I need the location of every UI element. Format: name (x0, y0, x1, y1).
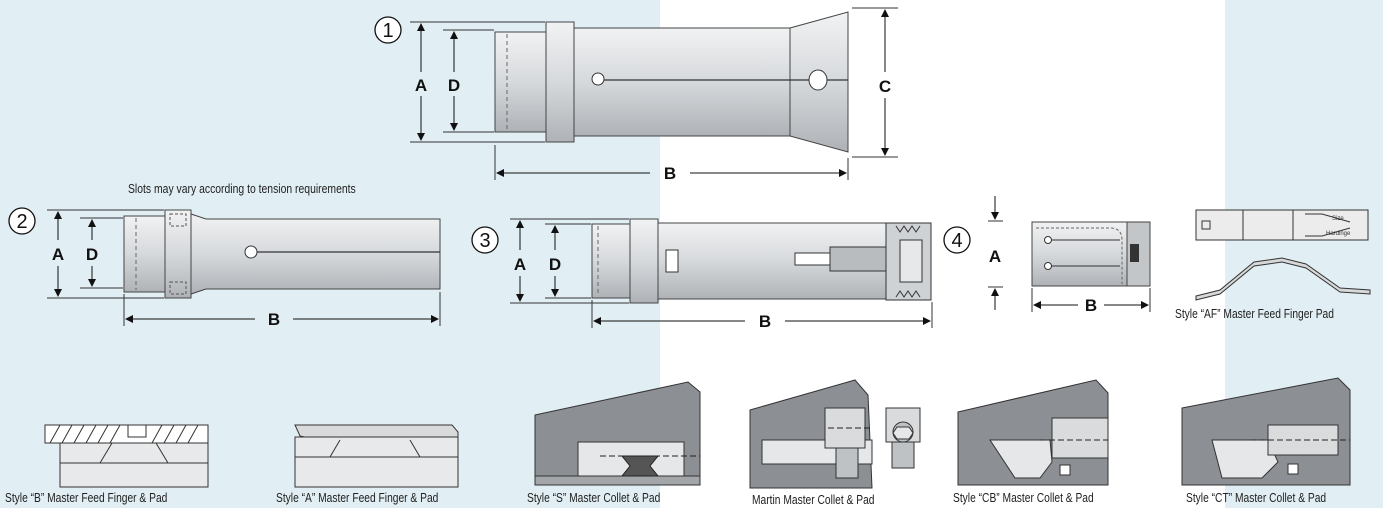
caption-style-af: Style “AF” Master Feed Finger Pad (1175, 307, 1334, 321)
style-cb-drawing (957, 379, 1109, 486)
pad-mark-brand: Hardinge (1326, 231, 1351, 237)
callout-1 (374, 16, 402, 44)
collet-1-dim-c: C (879, 77, 891, 96)
collet-3-thread-end (591, 223, 633, 299)
style-ct-drawing (1181, 377, 1351, 486)
callout-4-label: 4 (951, 230, 962, 252)
collet-1-dim-b: B (664, 164, 676, 183)
style-a-pad (294, 436, 459, 488)
collet-1-slot-hole (591, 72, 605, 86)
caption-martin: Martin Master Collet & Pad (752, 493, 875, 507)
collet-3-dim-a: A (514, 255, 526, 274)
style-af-pad-side-view (1195, 257, 1371, 301)
pad-mark-size: Size (1332, 216, 1344, 222)
style-af-pad-drawing: Size Hardinge (1195, 209, 1371, 301)
caption-style-b: Style “B” Master Feed Finger & Pad (5, 491, 168, 505)
collet-4-dim-a: A (989, 247, 1001, 266)
tension-note: Slots may vary according to tension requ… (128, 181, 356, 196)
collet-1-dim-d: D (448, 76, 460, 95)
caption-style-s: Style “S” Master Collet & Pad (527, 491, 661, 505)
style-b-drawing (44, 424, 209, 488)
callout-1-label: 1 (382, 20, 393, 42)
collet-2-body (190, 213, 441, 295)
collet-3-dim-b: B (759, 312, 771, 331)
collet-2-thread-end (123, 215, 170, 293)
collet-3-dim-d: D (549, 255, 561, 274)
collet-4-dim-b: B (1085, 296, 1097, 315)
collet-2-collar (164, 209, 192, 299)
collet-2-drawing: 2 A D B (8, 207, 441, 329)
caption-style-ct: Style “CT” Master Collet & Pad (1186, 491, 1327, 505)
collet-2-dim-d: D (86, 245, 98, 264)
collet-3-drawing: 3 A D B (471, 218, 933, 331)
caption-style-a: Style “A” Master Feed Finger & Pad (276, 491, 439, 505)
collet-3-head (885, 222, 932, 301)
caption-style-cb: Style “CB” Master Collet & Pad (953, 491, 1094, 505)
callout-3-label: 3 (479, 230, 490, 252)
style-af-pad-top-view (1195, 209, 1369, 241)
martin-drawing (749, 379, 921, 489)
collet-2-dim-a: A (52, 245, 64, 264)
callout-3 (471, 226, 499, 254)
collet-1-body (573, 27, 791, 137)
collet-2-dim-b: B (268, 310, 280, 329)
collet-3-collar (629, 218, 659, 304)
style-a-drawing (294, 424, 459, 488)
callout-2 (8, 207, 36, 235)
callout-4 (943, 226, 971, 254)
collet-1-collar (545, 21, 575, 143)
style-ct-pad (1211, 439, 1279, 479)
callout-2-label: 2 (16, 211, 27, 233)
style-b-finger (44, 424, 209, 444)
collet-1-thread-end (494, 31, 548, 133)
collet-1-dim-a: A (415, 76, 427, 95)
collet-4-drawing: 4 A B (943, 196, 1151, 315)
style-b-pad (59, 442, 209, 488)
collet-1-drawing: 1 A D C B (374, 7, 898, 183)
style-s-drawing (534, 381, 701, 486)
